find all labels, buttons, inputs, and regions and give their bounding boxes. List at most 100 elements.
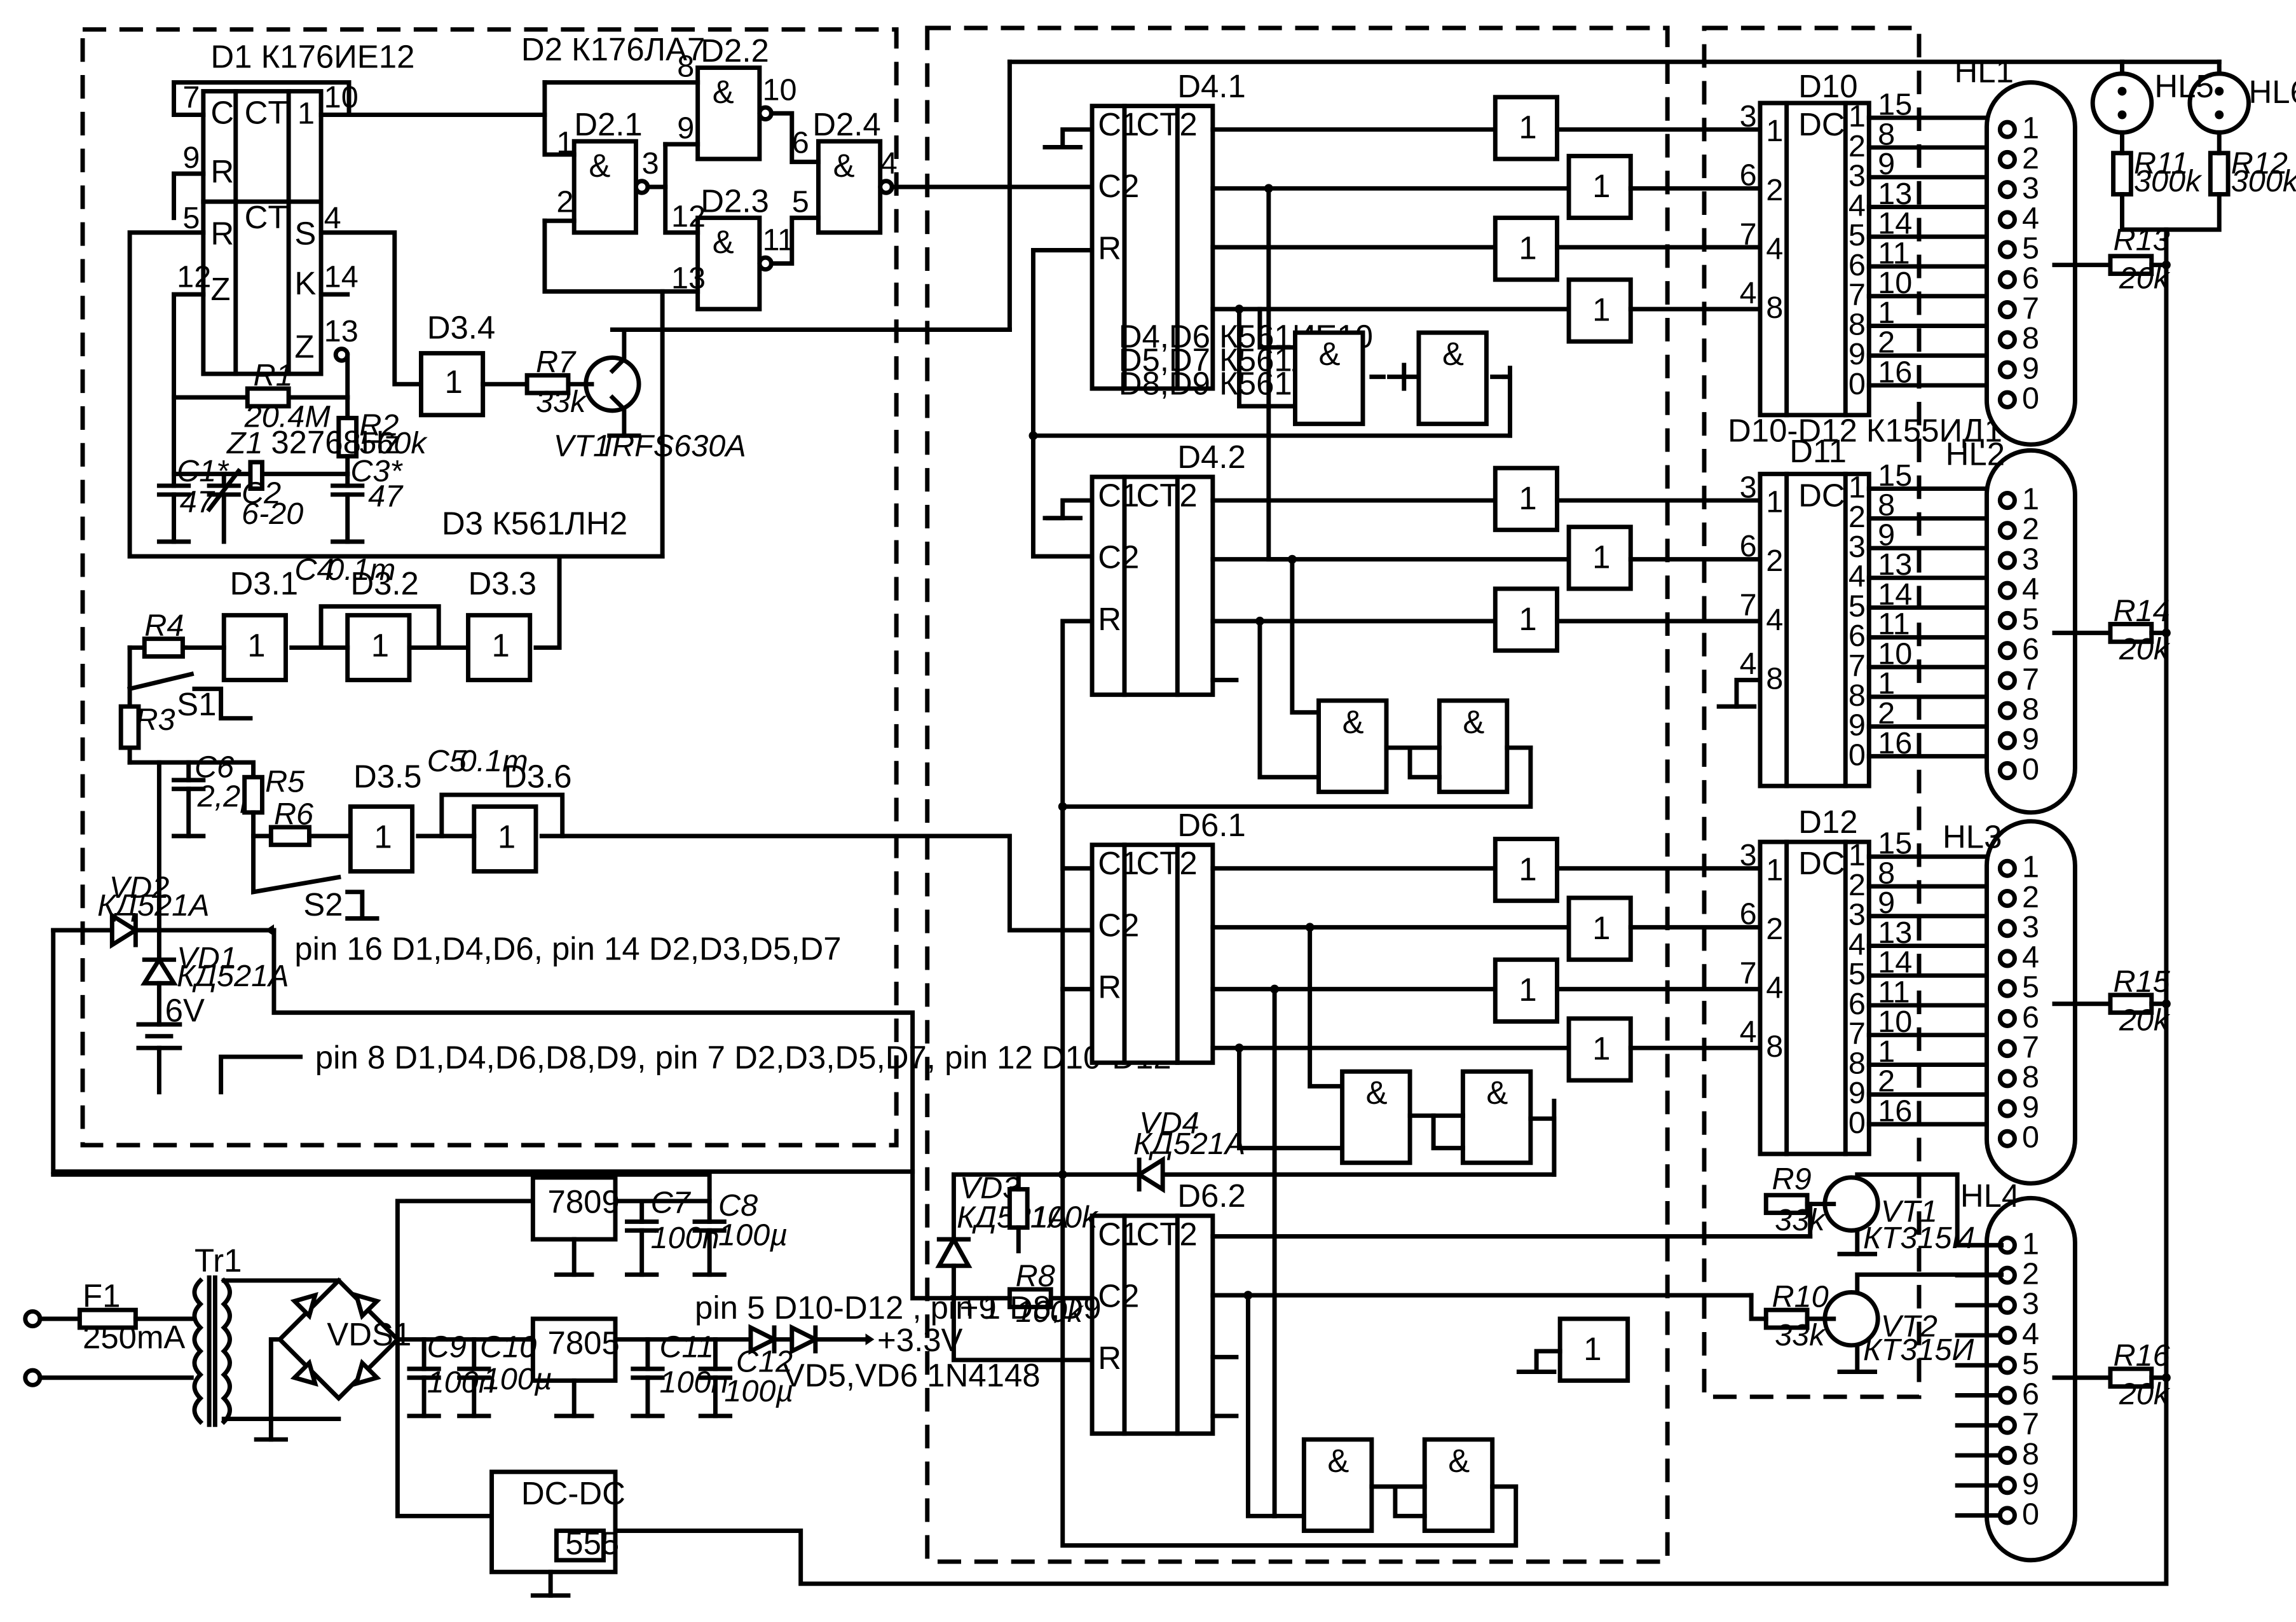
d1-pin-1: 1 <box>297 96 315 130</box>
decoder-digit-label: 4 <box>1848 188 1866 223</box>
tube-pin <box>1997 491 2017 511</box>
d3-4-label: D3.4 <box>427 309 496 345</box>
c3-label: C3* <box>350 454 403 488</box>
decoder-weight-label: 2 <box>1766 173 1783 207</box>
tube-digit-label: 6 <box>2022 1000 2039 1034</box>
r15-value: 20k <box>2119 1003 2171 1037</box>
decoder-digit-label: 8 <box>1848 1046 1866 1080</box>
d5-2-gate <box>1416 330 1489 427</box>
d1-pin-5: 5 <box>182 201 200 235</box>
tube-digit-label: 6 <box>2022 1377 2039 1411</box>
tube-digit-label: 7 <box>2022 662 2039 696</box>
c4-value: 0.1m <box>327 553 395 587</box>
vt1-mosfet <box>584 355 641 413</box>
r11-value: 300k <box>2134 164 2203 198</box>
c5-label: C5 <box>427 744 467 778</box>
r9-value: 33k <box>1775 1203 1826 1237</box>
pin8-note: pin 8 D1,D4,D6,D8,D9, pin 7 D2,D3,D5,D7,… <box>315 1040 1172 1076</box>
d4-1-r: R <box>1098 230 1121 266</box>
d1-pin-9: 9 <box>182 141 200 175</box>
tube-pin <box>1997 300 2017 320</box>
r7-label: R7 <box>536 345 577 380</box>
tube-pin <box>1997 521 2017 540</box>
d2-pin-11: 11 <box>763 223 795 258</box>
d7-4-and: & <box>1448 1443 1470 1479</box>
d8-5-one: 1 <box>1592 539 1610 575</box>
tube-pin <box>1997 210 2017 230</box>
decoder-digit-label: 3 <box>1848 898 1866 932</box>
hl5-neon <box>2090 71 2154 135</box>
decoder-input-pin: 6 <box>1740 158 1757 193</box>
d7-1-and: & <box>1366 1075 1388 1111</box>
decoder-weight-label: 4 <box>1766 231 1783 266</box>
c6-label: C6 <box>195 750 235 784</box>
r12-label: R12 <box>2231 146 2288 181</box>
f1-value: 250mA <box>83 1319 185 1355</box>
r-100k-resistor <box>1007 1186 1030 1230</box>
vd1-label: VD1 <box>177 941 237 975</box>
tube-digit-label: 3 <box>2022 542 2039 576</box>
tube-digit-label: 8 <box>2022 692 2039 727</box>
d3-5-label: D3.5 <box>353 758 422 794</box>
decoder-weight-label: 8 <box>1766 291 1783 325</box>
pin5-note: pin 5 D10-D12 , pin 1 D8,D9 <box>695 1289 1102 1326</box>
r2-value: 560k <box>359 426 428 460</box>
d3-2-gate <box>345 613 412 682</box>
reg-7805-label: 7805 <box>548 1325 620 1361</box>
tube-digit-label: 2 <box>2022 880 2039 914</box>
tube-pin <box>1997 1129 2017 1148</box>
c11-label: C11 <box>659 1330 714 1364</box>
d8-4-one: 1 <box>1519 480 1536 516</box>
tube-pin <box>1997 1008 2017 1028</box>
r1-value: 20.4M <box>244 399 331 434</box>
tube-digit-label: 2 <box>2022 1257 2039 1291</box>
decoder-input-pin: 7 <box>1740 956 1757 990</box>
d6-1-counter <box>1090 842 1215 1065</box>
reg-7809-label: 7809 <box>548 1183 620 1220</box>
vd2-value: КД521А <box>97 888 209 923</box>
d4-1-counter <box>1090 104 1215 391</box>
tube-digit-label: 5 <box>2022 1347 2039 1381</box>
d1-pin-13: 13 <box>324 314 359 348</box>
decoder-digit-label: 1 <box>1848 838 1866 872</box>
tube-pin <box>1997 641 2017 661</box>
decoder-digit-label: 9 <box>1848 708 1866 743</box>
anode-network <box>613 227 2171 1586</box>
ic-555-label: 555 <box>565 1525 619 1562</box>
d6-2-c1: C1 <box>1098 1216 1139 1252</box>
tube-pin <box>1997 330 2017 350</box>
d1-k-label: K <box>294 265 316 301</box>
c3-capacitor <box>331 471 365 544</box>
decoder-weight-label: 1 <box>1766 853 1783 887</box>
r12-resistor <box>2208 151 2231 197</box>
decoder-input-pin: 3 <box>1740 470 1757 504</box>
tube-digit-label: 0 <box>2022 381 2039 416</box>
d2-pin-8: 8 <box>677 49 694 83</box>
tube-pin <box>1997 1069 2017 1089</box>
d4-1-c1: C1 <box>1098 106 1139 142</box>
d2-3-label: D2.3 <box>700 182 769 219</box>
d4-2-c1: C1 <box>1098 477 1139 513</box>
d7-3-and: & <box>1327 1443 1349 1479</box>
d12-decoder <box>1758 839 1871 1157</box>
decoder-note: D10-D12 К155ИД1 <box>1728 412 2002 448</box>
vt1-value: IRFS630A <box>603 429 746 464</box>
d9-3-one: 1 <box>1592 910 1610 946</box>
tube-digit-label: 0 <box>2022 752 2039 787</box>
tube-digit-label: 1 <box>2022 1227 2039 1261</box>
d5-3-gate <box>1316 698 1389 794</box>
d1-r2-label: R <box>210 215 234 251</box>
r9-resistor <box>1763 1193 1810 1215</box>
r8-label: R8 <box>1016 1259 1055 1293</box>
d1-z2-label: Z <box>294 329 314 365</box>
tube-pin <box>1997 858 2017 878</box>
tube-pin <box>1997 120 2017 139</box>
f1-label: F1 <box>83 1278 120 1314</box>
r6-label: R6 <box>274 797 314 831</box>
tube-digit-label: 5 <box>2022 231 2039 265</box>
d1-r-label: R <box>210 153 234 189</box>
c8-value: 100µ <box>718 1218 788 1252</box>
decoder-group-outline <box>1702 25 1922 1399</box>
d1-pin-4: 4 <box>324 201 341 235</box>
